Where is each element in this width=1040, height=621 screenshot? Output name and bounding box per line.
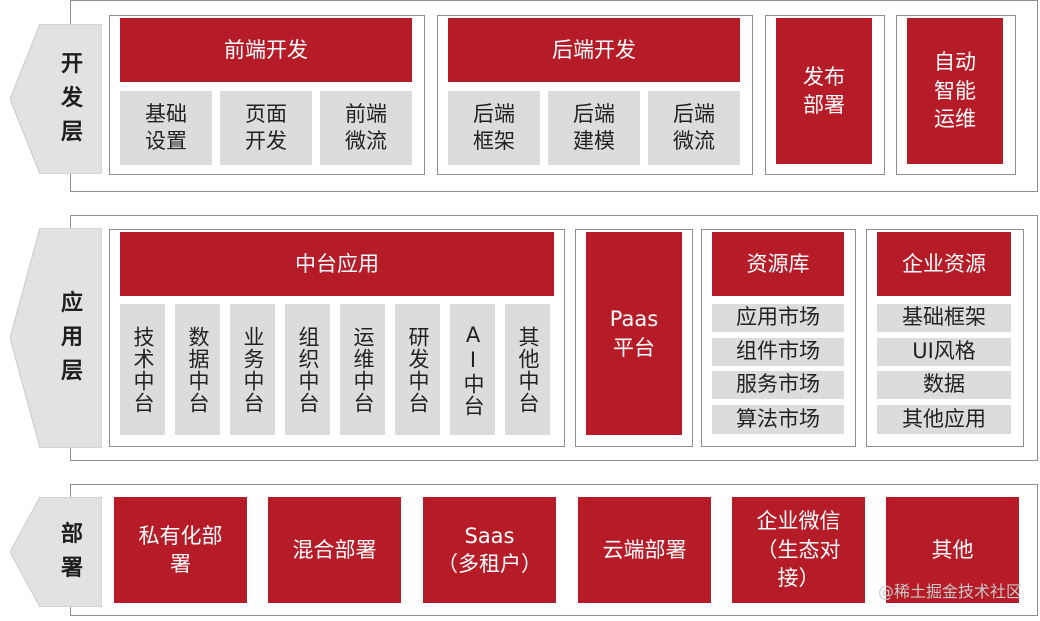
resource-library-item: 服务市场 — [712, 371, 844, 399]
deploy-option-box: 混合部署 — [268, 497, 401, 603]
frontend-item: 页面 开发 — [220, 91, 312, 165]
enterprise-resource-item: 基础框架 — [877, 304, 1011, 332]
app-layer-chevron: 应用 层 — [10, 228, 102, 448]
middle-platform-item: 其他中台 — [505, 304, 550, 435]
backend-item: 后端 微流 — [648, 91, 740, 165]
enterprise-resource-group: 企业资源 基础框架 UI风格 数据 其他应用 — [866, 229, 1024, 447]
deploy-option-box: Saas （多租户） — [423, 497, 556, 603]
frontend-item: 前端 微流 — [320, 91, 412, 165]
paas-platform-box: Paas 平台 — [586, 232, 682, 435]
resource-library-item: 应用市场 — [712, 304, 844, 332]
frontend-group: 前端开发 基础 设置 页面 开发 前端 微流 — [109, 15, 425, 175]
middle-platform-item: 数据中台 — [175, 304, 220, 435]
backend-item: 后端 建模 — [548, 91, 640, 165]
deploy-layer-label: 部 署 — [60, 521, 83, 581]
enterprise-resource-item: 数据 — [877, 371, 1011, 399]
deploy-option-box: 企业微信 （生态对 接） — [732, 497, 865, 603]
middle-platform-item: 研发中台 — [395, 304, 440, 435]
frontend-item: 基础 设置 — [120, 91, 212, 165]
dev-layer-chevron: 开发 层 — [10, 24, 102, 174]
enterprise-resource-item: 其他应用 — [877, 405, 1011, 434]
ops-group: 自动 智能 运维 — [896, 15, 1016, 175]
frontend-title: 前端开发 — [120, 18, 412, 82]
app-layer-label: 应用 层 — [60, 290, 83, 385]
deploy-option-box: 私有化部 署 — [114, 497, 247, 603]
middle-platform-group: 中台应用 技术中台 数据中台 业务中台 组织中台 运维中台 研发中台 AI中台 … — [109, 229, 565, 447]
middle-platform-item: 技术中台 — [120, 304, 165, 435]
resource-library-item: 算法市场 — [712, 405, 844, 434]
deploy-layer-chevron: 部 署 — [10, 497, 102, 607]
backend-title: 后端开发 — [448, 18, 740, 82]
middle-platform-item: 业务中台 — [230, 304, 275, 435]
middle-platform-title: 中台应用 — [120, 232, 554, 296]
deploy-option-box: 其他 — [886, 497, 1019, 603]
resource-library-item: 组件市场 — [712, 338, 844, 366]
enterprise-resource-item: UI风格 — [877, 338, 1011, 366]
backend-group: 后端开发 后端 框架 后端 建模 后端 微流 — [437, 15, 753, 175]
deploy-option-box: 云端部署 — [578, 497, 711, 603]
middle-platform-item: 运维中台 — [340, 304, 385, 435]
dev-layer-label: 开发 层 — [60, 51, 83, 146]
middle-platform-item: AI中台 — [450, 304, 495, 435]
middle-platform-item: 组织中台 — [285, 304, 330, 435]
auto-ops-box: 自动 智能 运维 — [907, 18, 1003, 164]
resource-library-group: 资源库 应用市场 组件市场 服务市场 算法市场 — [701, 229, 856, 447]
publish-deploy-box: 发布 部署 — [776, 18, 872, 164]
resource-library-title: 资源库 — [712, 232, 844, 296]
paas-group: Paas 平台 — [575, 229, 693, 447]
publish-group: 发布 部署 — [765, 15, 885, 175]
backend-item: 后端 框架 — [448, 91, 540, 165]
watermark: @稀土掘金技术社区 — [877, 582, 1022, 601]
enterprise-resource-title: 企业资源 — [877, 232, 1011, 296]
chevron-left-icon — [10, 24, 102, 174]
chevron-left-icon — [10, 497, 102, 607]
chevron-left-icon — [10, 228, 102, 448]
